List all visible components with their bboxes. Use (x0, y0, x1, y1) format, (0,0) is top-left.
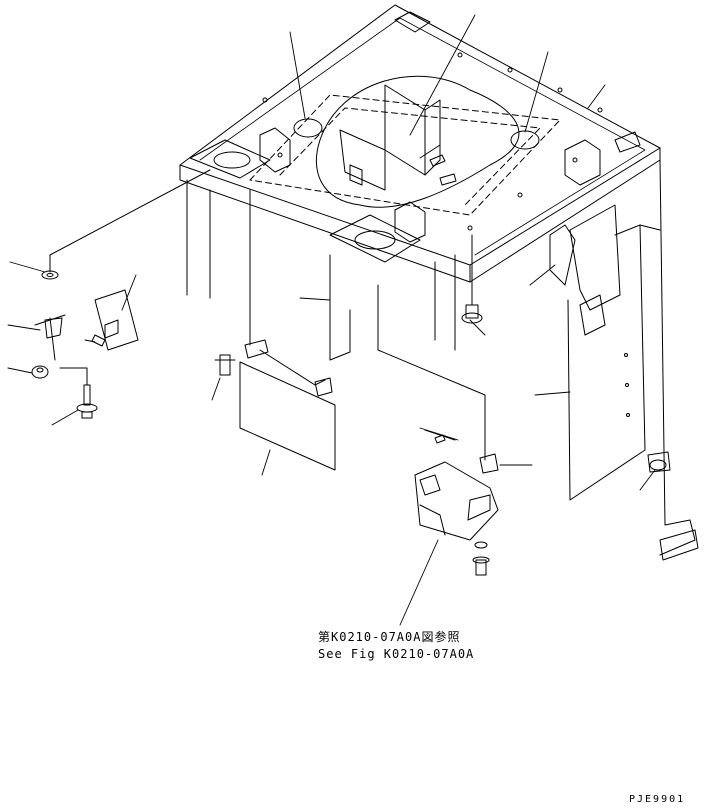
hex-nut (31, 365, 49, 379)
rectangular-panel (239, 361, 336, 471)
leader-lines (7, 14, 656, 626)
drawing-code: PJE9901 (629, 794, 686, 805)
right-side-panel (549, 159, 699, 561)
bracket-housing (414, 461, 499, 541)
center-panel-group (214, 189, 336, 471)
reference-note-english: See Fig K0210-07A0A (318, 647, 475, 661)
right-hardware-group (377, 234, 671, 576)
roof-plate (179, 4, 661, 283)
side-bolt (647, 451, 671, 473)
left-hardware-group (31, 169, 211, 419)
washer (41, 270, 59, 280)
center-duct (339, 84, 441, 191)
flange-bolt (76, 384, 98, 419)
reference-note-japanese: 第K0210-07A0A図参照 (318, 630, 461, 644)
pad-left (293, 118, 323, 138)
roof-holes (262, 52, 603, 231)
mirror-plate (94, 289, 139, 351)
pad-right (510, 130, 540, 150)
front-center-pillar (329, 254, 456, 361)
front-left-pillar (186, 179, 211, 299)
